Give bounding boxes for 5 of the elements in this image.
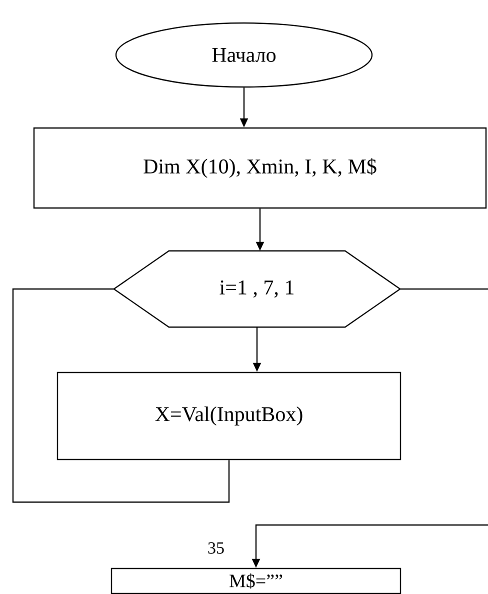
process-box: M$=”” [110,568,402,594]
process-box: Dim X(10), Xmin, I, K, M$ [33,127,487,209]
connector-line [400,288,488,290]
process-box: X=Val(InputBox) [56,372,402,460]
connector-line [12,288,230,503]
